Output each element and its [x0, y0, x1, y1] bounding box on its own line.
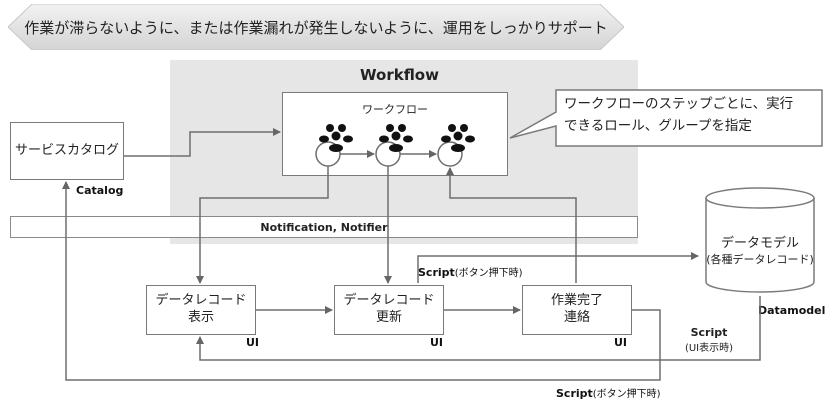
display-record-line1: データレコード: [155, 293, 247, 309]
service-catalog-label: サービスカタログ: [14, 142, 119, 158]
workflow-area-title: Workflow: [360, 66, 439, 84]
notification-bar: Notification, Notifier: [10, 216, 638, 238]
banner-text: 作業が滞らないように、または作業漏れが発生しないように、運用をしっかりサポート: [24, 18, 608, 37]
notification-label: Notification, Notifier: [260, 220, 388, 234]
workflow-box-title: ワークフロー: [362, 103, 428, 116]
update-record-box: データレコード 更新: [334, 285, 444, 335]
people-group-icon: [441, 124, 475, 152]
display-record-line2: 表示: [187, 310, 214, 325]
datamodel-text: データモデル (各種データレコード): [706, 232, 814, 267]
complete-notice-box: 作業完了 連絡: [522, 285, 632, 335]
callout-text: ワークフローのステップごとに、実行 できるロール、グループを指定: [564, 94, 814, 137]
script-label-ui-display: Script (UI表示時): [684, 326, 734, 354]
callout-line-2: できるロール、グループを指定: [564, 117, 752, 134]
update-record-line2: 更新: [375, 310, 402, 325]
script-label-button-bottom: Script(ボタン押下時): [556, 387, 661, 400]
datamodel-subtitle: (各種データレコード): [706, 253, 814, 266]
people-group-icon: [379, 124, 413, 152]
datamodel-cylinder: [705, 187, 815, 293]
people-group-icon: [319, 124, 353, 152]
service-catalog-box: サービスカタログ: [10, 122, 124, 180]
script-label-button-top: Script(ボタン押下時): [418, 266, 523, 279]
update-ui-tag: UI: [430, 336, 444, 349]
complete-notice-line2: 連絡: [563, 310, 590, 325]
display-ui-tag: UI: [246, 336, 260, 349]
banner-arrow: [8, 4, 624, 50]
complete-ui-tag: UI: [614, 336, 628, 349]
datamodel-title: データモデル: [720, 236, 799, 251]
callout-shape: [509, 89, 823, 147]
complete-notice-line1: 作業完了: [550, 293, 603, 309]
display-record-box: データレコード 表示: [146, 285, 256, 335]
datamodel-tag: Datamodel: [758, 304, 826, 317]
catalog-tag: Catalog: [76, 184, 124, 197]
update-record-line1: データレコード: [343, 293, 435, 309]
callout-line-1: ワークフローのステップごとに、実行: [564, 96, 794, 112]
